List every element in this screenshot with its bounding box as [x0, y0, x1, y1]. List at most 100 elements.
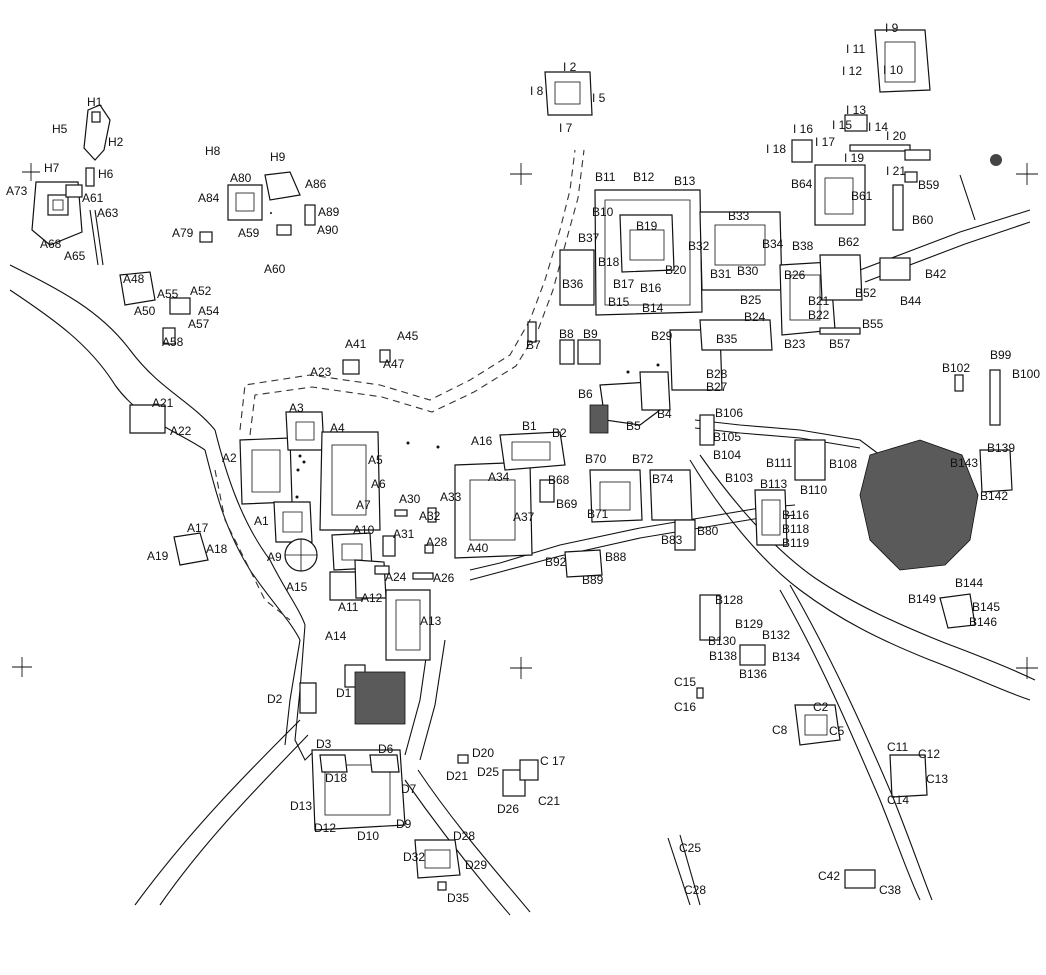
label-D7: D7 [401, 782, 417, 796]
label-C2: C2 [813, 700, 829, 714]
label-A7: A7 [356, 498, 371, 512]
label-I19: I 19 [844, 151, 864, 165]
label-B28: B28 [706, 367, 728, 381]
label-A31: A31 [393, 527, 415, 541]
label-B142: B142 [980, 489, 1008, 503]
label-B27: B27 [706, 380, 728, 394]
label-A89: A89 [318, 205, 340, 219]
label-A10: A10 [353, 523, 375, 537]
label-C42: C42 [818, 869, 840, 883]
label-I8: I 8 [530, 84, 544, 98]
label-I14: I 14 [868, 120, 888, 134]
label-I12: I 12 [842, 64, 862, 78]
map-labels: H1 H5 H2 H7 H6 A73 A61 A63 A68 A65 H8 H9… [6, 21, 1040, 905]
roads [9, 174, 1036, 916]
label-B25: B25 [740, 293, 762, 307]
label-B33: B33 [728, 209, 750, 223]
label-A24: A24 [385, 570, 407, 584]
dashed-causeways [214, 149, 585, 621]
label-B149: B149 [908, 592, 936, 606]
group-a-northwest [119, 171, 316, 345]
label-B132: B132 [762, 628, 790, 642]
label-B15: B15 [608, 295, 630, 309]
label-C14: C14 [887, 793, 909, 807]
label-A90: A90 [317, 223, 339, 237]
label-D18: D18 [325, 771, 347, 785]
label-B55: B55 [862, 317, 884, 331]
label-C12: C12 [918, 747, 940, 761]
label-B7: B7 [526, 338, 541, 352]
label-B13: B13 [674, 174, 696, 188]
label-B64: B64 [791, 177, 813, 191]
label-I2: I 2 [563, 60, 577, 74]
label-A54: A54 [198, 304, 220, 318]
label-A30: A30 [399, 492, 421, 506]
label-A63: A63 [97, 206, 119, 220]
label-B108: B108 [829, 457, 857, 471]
label-B1: B1 [522, 419, 537, 433]
label-A17: A17 [187, 521, 209, 535]
label-A15: A15 [286, 580, 308, 594]
group-h-structures [31, 104, 111, 266]
label-A6: A6 [371, 477, 386, 491]
label-A47: A47 [383, 357, 405, 371]
label-D29: D29 [465, 858, 487, 872]
label-B130: B130 [708, 634, 736, 648]
label-B19: B19 [636, 219, 658, 233]
label-A48: A48 [123, 272, 145, 286]
label-H6: H6 [98, 167, 114, 181]
label-B35: B35 [716, 332, 738, 346]
label-B18: B18 [598, 255, 620, 269]
label-B23: B23 [784, 337, 806, 351]
label-A86: A86 [305, 177, 327, 191]
label-B9: B9 [583, 327, 598, 341]
label-B89: B89 [582, 573, 604, 587]
label-B2: B2 [552, 426, 567, 440]
label-A14: A14 [325, 629, 347, 643]
label-B146: B146 [969, 615, 997, 629]
label-I17: I 17 [815, 135, 835, 149]
label-A58: A58 [162, 335, 184, 349]
label-B144: B144 [955, 576, 983, 590]
label-B70: B70 [585, 452, 607, 466]
label-I11: I 11 [846, 42, 865, 56]
label-I9: I 9 [885, 21, 899, 35]
label-H2: H2 [108, 135, 124, 149]
label-D10: D10 [357, 829, 379, 843]
label-H7: H7 [44, 161, 60, 175]
label-A9: A9 [267, 550, 282, 564]
label-A57: A57 [188, 317, 210, 331]
label-C28: C28 [684, 883, 706, 897]
label-B16: B16 [640, 281, 662, 295]
label-B118: B118 [782, 522, 809, 536]
label-D28: D28 [453, 829, 475, 843]
label-B24: B24 [744, 310, 766, 324]
group-d [311, 749, 469, 891]
label-H9: H9 [270, 150, 286, 164]
group-a-main-plaza [129, 349, 437, 725]
label-B26: B26 [784, 268, 806, 282]
label-B44: B44 [900, 294, 922, 308]
label-D20: D20 [472, 746, 494, 760]
label-A40: A40 [467, 541, 489, 555]
markers [270, 154, 1002, 499]
label-B145: B145 [972, 600, 1000, 614]
label-A45: A45 [397, 329, 419, 343]
label-B21: B21 [808, 294, 830, 308]
label-A5: A5 [368, 453, 383, 467]
label-B10: B10 [592, 205, 614, 219]
label-B111: B111 [766, 456, 793, 470]
label-B71: B71 [587, 507, 609, 521]
label-D9: D9 [396, 817, 412, 831]
label-A28: A28 [426, 535, 448, 549]
label-B52: B52 [855, 286, 877, 300]
label-D2: D2 [267, 692, 283, 706]
registration-marks [12, 163, 1038, 679]
label-I20: I 20 [886, 129, 906, 143]
label-B11: B11 [595, 170, 616, 184]
label-A68: A68 [40, 237, 62, 251]
label-B14: B14 [642, 301, 664, 315]
label-A21: A21 [152, 396, 174, 410]
label-B136: B136 [739, 667, 767, 681]
